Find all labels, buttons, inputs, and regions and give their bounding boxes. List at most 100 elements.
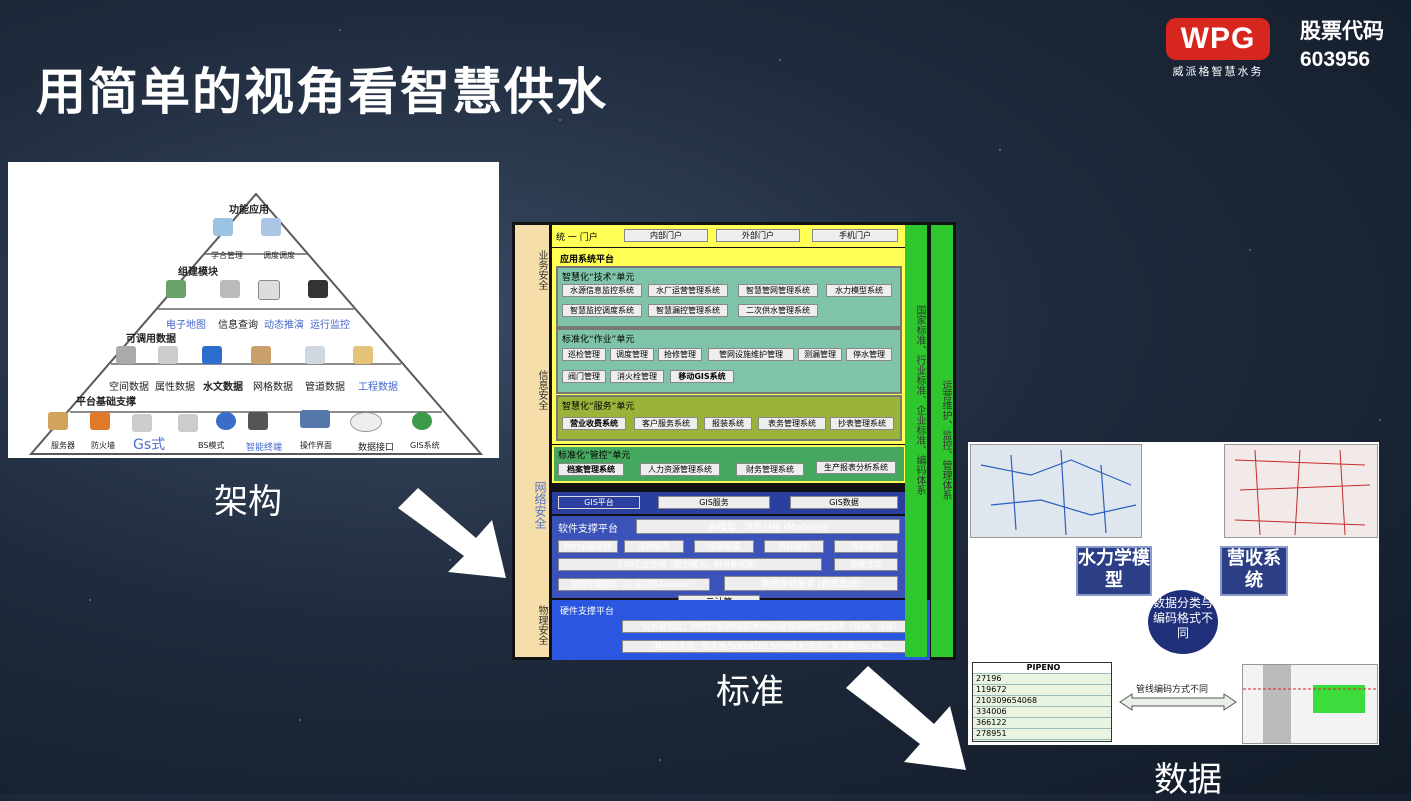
building-icon xyxy=(213,218,233,236)
tech-item: 水厂运营管理系统 xyxy=(648,284,728,297)
control-unit: 标准化“管控”单元 档案管理系统 人力资源管理系统 财务管理系统 生产报表分析系… xyxy=(552,445,906,483)
pipe-network-map xyxy=(970,444,1142,538)
service-item: 营业收费系统 xyxy=(562,417,626,430)
pipe-network-lines xyxy=(980,449,1137,536)
double-arrow-icon xyxy=(1118,692,1238,712)
operations-text: 运营维护、监控、管理体系 xyxy=(940,380,951,500)
tech-item: 智慧监控调度系统 xyxy=(562,304,642,317)
work-unit-label: 标准化“作业”单元 xyxy=(562,335,635,345)
tier4-item: 防火墙 xyxy=(91,441,115,450)
caption-architecture: 架构 xyxy=(214,482,282,522)
control-item: 生产报表分析系统 xyxy=(816,461,896,474)
tier2-item: 电子地图 xyxy=(166,320,206,331)
work-item: 抢修管理 xyxy=(658,348,702,361)
service-item: 报装系统 xyxy=(704,417,752,430)
revenue-system-box: 营收系统 xyxy=(1220,546,1288,596)
data-panel: 水力学模型 营收系统 数据分类与编码格式不同 PIPENO 27196 1196… xyxy=(968,442,1379,745)
software-item: 信息集成 xyxy=(694,540,754,553)
camera-icon xyxy=(308,280,328,298)
tier2-item: 信息查询 xyxy=(218,320,258,331)
people-icon xyxy=(261,218,281,236)
hardware-label: 硬件支撑平台 xyxy=(560,607,615,617)
table-row: 119672 xyxy=(973,685,1111,696)
tier4-item: BS模式 xyxy=(198,441,225,450)
stock-code: 603956 xyxy=(1300,48,1371,71)
control-item: 档案管理系统 xyxy=(558,463,624,476)
business-security-label: 业务安全 xyxy=(536,250,547,290)
globe-icon xyxy=(412,412,432,430)
caption-data: 数据 xyxy=(1154,760,1222,800)
tier-data-label: 可调用数据 xyxy=(126,334,176,345)
control-item: 人力资源管理系统 xyxy=(640,463,720,476)
hardware-public-layer: 公共服务层：网络管理/WEB应用/Mail服务/网络增值服务（视频、语音） xyxy=(622,620,922,633)
user-icon xyxy=(216,412,236,430)
logo-subtitle: 威派格智慧水务 xyxy=(1172,65,1264,78)
caption-standard: 标准 xyxy=(716,672,784,712)
engineer-icon xyxy=(353,346,373,364)
app-storage: 应用存储服务（企业应用Adapter） xyxy=(558,578,710,591)
tier4-item: 智能终端 xyxy=(246,443,283,453)
portal-item: 外部门户 xyxy=(716,229,800,242)
software-item: Portal服务器 xyxy=(558,540,618,553)
window-icon xyxy=(300,410,330,428)
table-row: 27196 xyxy=(973,674,1111,685)
pipe-detail-drawing xyxy=(1242,664,1378,744)
network-security-label: 网络安全 xyxy=(533,481,547,529)
layers-icon xyxy=(116,346,136,364)
arrow-right-down-icon xyxy=(398,488,506,578)
portal-item: 手机门户 xyxy=(812,229,898,242)
software-item: 流程服务 xyxy=(764,540,824,553)
map-icon xyxy=(166,280,186,298)
software-label: 软件支撑平台 xyxy=(558,524,618,535)
work-item: 消火栓管理 xyxy=(610,370,664,383)
tier1-item: 调度调度 xyxy=(263,251,295,260)
gis-service: GIS服务 xyxy=(658,496,770,509)
work-item: 调度管理 xyxy=(610,348,654,361)
tier4-item: 服务器 xyxy=(51,441,75,450)
cube-icon xyxy=(202,346,222,364)
tier3-item: 属性数据 xyxy=(155,382,195,393)
gis-data: GIS数据 xyxy=(790,496,898,509)
tech-item: 智慧漏控管理系统 xyxy=(648,304,728,317)
info-security-label: 信息安全 xyxy=(536,370,547,410)
arrow-right-down-icon xyxy=(846,666,966,770)
work-item: 移动GIS系统 xyxy=(670,370,734,383)
service-item: 抄表管理系统 xyxy=(830,417,894,430)
work-item: 巡检管理 xyxy=(562,348,606,361)
revenue-map-lines xyxy=(1234,449,1371,536)
table-row: 210309654068 xyxy=(973,696,1111,707)
work-item: 阀门管理 xyxy=(562,370,606,383)
stack-icon xyxy=(158,346,178,364)
software-item: 应用服务 xyxy=(624,540,684,553)
disk-icon xyxy=(350,412,382,432)
revenue-map xyxy=(1224,444,1378,538)
tier3-item: 空间数据 xyxy=(109,382,149,393)
tier4-item: 操作界面 xyxy=(300,441,332,450)
data-storage: 数据存储服务 (数据集成) xyxy=(724,576,898,591)
tier-function-label: 功能应用 xyxy=(229,205,269,216)
portal-label: 统 一 门户 xyxy=(556,233,598,243)
logo-mark: WPG xyxy=(1166,18,1270,60)
tablet-icon xyxy=(248,412,268,430)
computer-icon xyxy=(178,414,198,432)
work-item: 管网设施维护管理 xyxy=(708,348,794,361)
tier2-item: 运行监控 xyxy=(310,320,350,331)
tech-item: 智慧管网管理系统 xyxy=(738,284,818,297)
firewall-icon xyxy=(90,412,110,430)
bi-model: BI模型、流程分析 (Modeler) xyxy=(636,519,900,534)
portal-item: 内部门户 xyxy=(624,229,708,242)
tier3-item: 网格数据 xyxy=(253,382,293,393)
hydraulic-model-box: 水力学模型 xyxy=(1076,546,1152,596)
pipe-grid-icon xyxy=(305,346,325,364)
unified-portal-row: 统 一 门户 内部门户 外部门户 手机门户 xyxy=(552,225,906,247)
table-header: PIPENO xyxy=(973,663,1111,674)
stock-label: 股票代码 xyxy=(1300,20,1384,43)
gis-platform-row: GIS平台 GIS服务 GIS数据 xyxy=(552,492,906,514)
tier1-item: 学合管理 xyxy=(211,251,243,260)
stock-info: 股票代码 603956 xyxy=(1300,18,1384,74)
standards-bar: 国家标准、行业标准、企业标准、编码体系 xyxy=(905,225,927,657)
pipe-detail-shapes xyxy=(1243,665,1377,743)
pipe-note: 管线编码方式不同 xyxy=(1136,685,1209,695)
work-unit: 标准化“作业”单元 巡检管理 调度管理 抢修管理 管网设施维护管理 测漏管理 停… xyxy=(556,328,902,394)
antenna-icon xyxy=(220,280,240,298)
